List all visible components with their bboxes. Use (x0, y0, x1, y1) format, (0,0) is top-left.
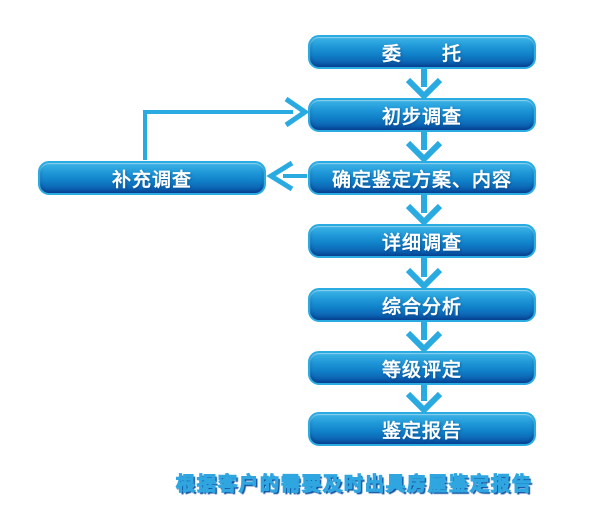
down-arrow-icon (405, 258, 443, 291)
step-determine-plan-label: 确定鉴定方案、内容 (331, 168, 512, 191)
step-comprehensive-analysis-label: 综合分析 (381, 295, 462, 318)
step-appraisal-report-label: 鉴定报告 (381, 419, 462, 442)
step-preliminary-survey: 初步调查 (308, 98, 536, 132)
elbow-right-arrow-icon (143, 96, 310, 160)
step-commission-label: 委 托 (381, 42, 462, 65)
step-detailed-survey: 详细调查 (308, 224, 536, 258)
step-comprehensive-analysis: 综合分析 (308, 288, 536, 322)
step-detailed-survey-label: 详细调查 (381, 231, 462, 254)
caption-text: 根据客户的需要及时出具房屋鉴定报告 (175, 472, 534, 495)
down-arrow-icon (405, 132, 443, 164)
step-supplementary-survey: 补充调查 (38, 161, 266, 195)
step-appraisal-report: 鉴定报告 (308, 412, 536, 446)
down-arrow-icon (405, 195, 443, 227)
step-commission: 委 托 (308, 35, 536, 69)
step-determine-plan: 确定鉴定方案、内容 (308, 161, 536, 195)
step-grade-evaluation-label: 等级评定 (381, 358, 462, 381)
left-arrow-icon (266, 160, 307, 192)
step-grade-evaluation: 等级评定 (308, 351, 536, 385)
down-arrow-icon (405, 384, 443, 415)
step-supplementary-survey-label: 补充调查 (111, 168, 192, 191)
step-preliminary-survey-label: 初步调查 (381, 105, 462, 128)
down-arrow-icon (405, 321, 443, 354)
down-arrow-icon (405, 69, 443, 101)
